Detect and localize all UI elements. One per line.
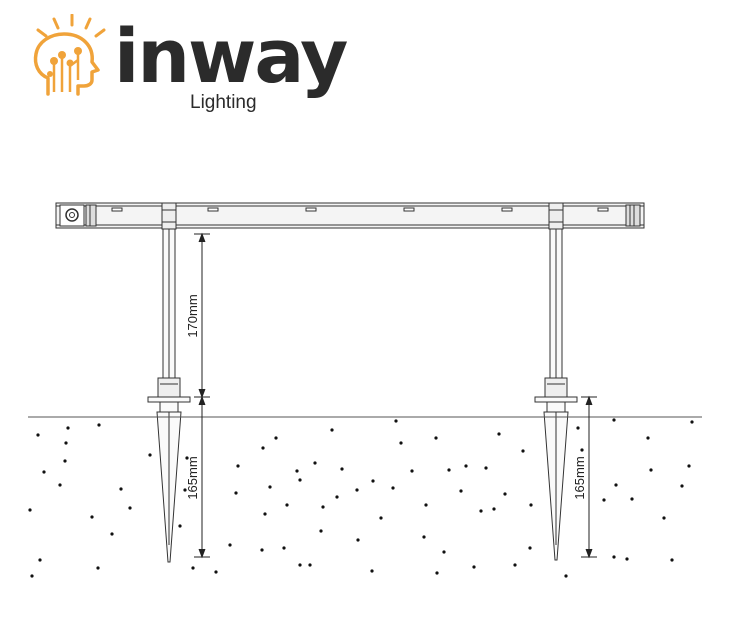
- right-spike-depth-label: 165mm: [572, 456, 587, 499]
- post-height-label: 170mm: [185, 294, 200, 337]
- linear-light-fixture: [55, 202, 645, 230]
- left-mounting-post: [147, 228, 191, 563]
- head-circuit-lightbulb-icon: [33, 14, 106, 96]
- left-spike-depth-label: 165mm: [185, 456, 200, 499]
- brand-tagline: Lighting: [190, 92, 257, 113]
- brand-logo: inway Lighting: [0, 0, 348, 130]
- brand-name: inway: [114, 14, 348, 100]
- soil-texture: [28, 418, 694, 578]
- right-mounting-post: [534, 228, 578, 561]
